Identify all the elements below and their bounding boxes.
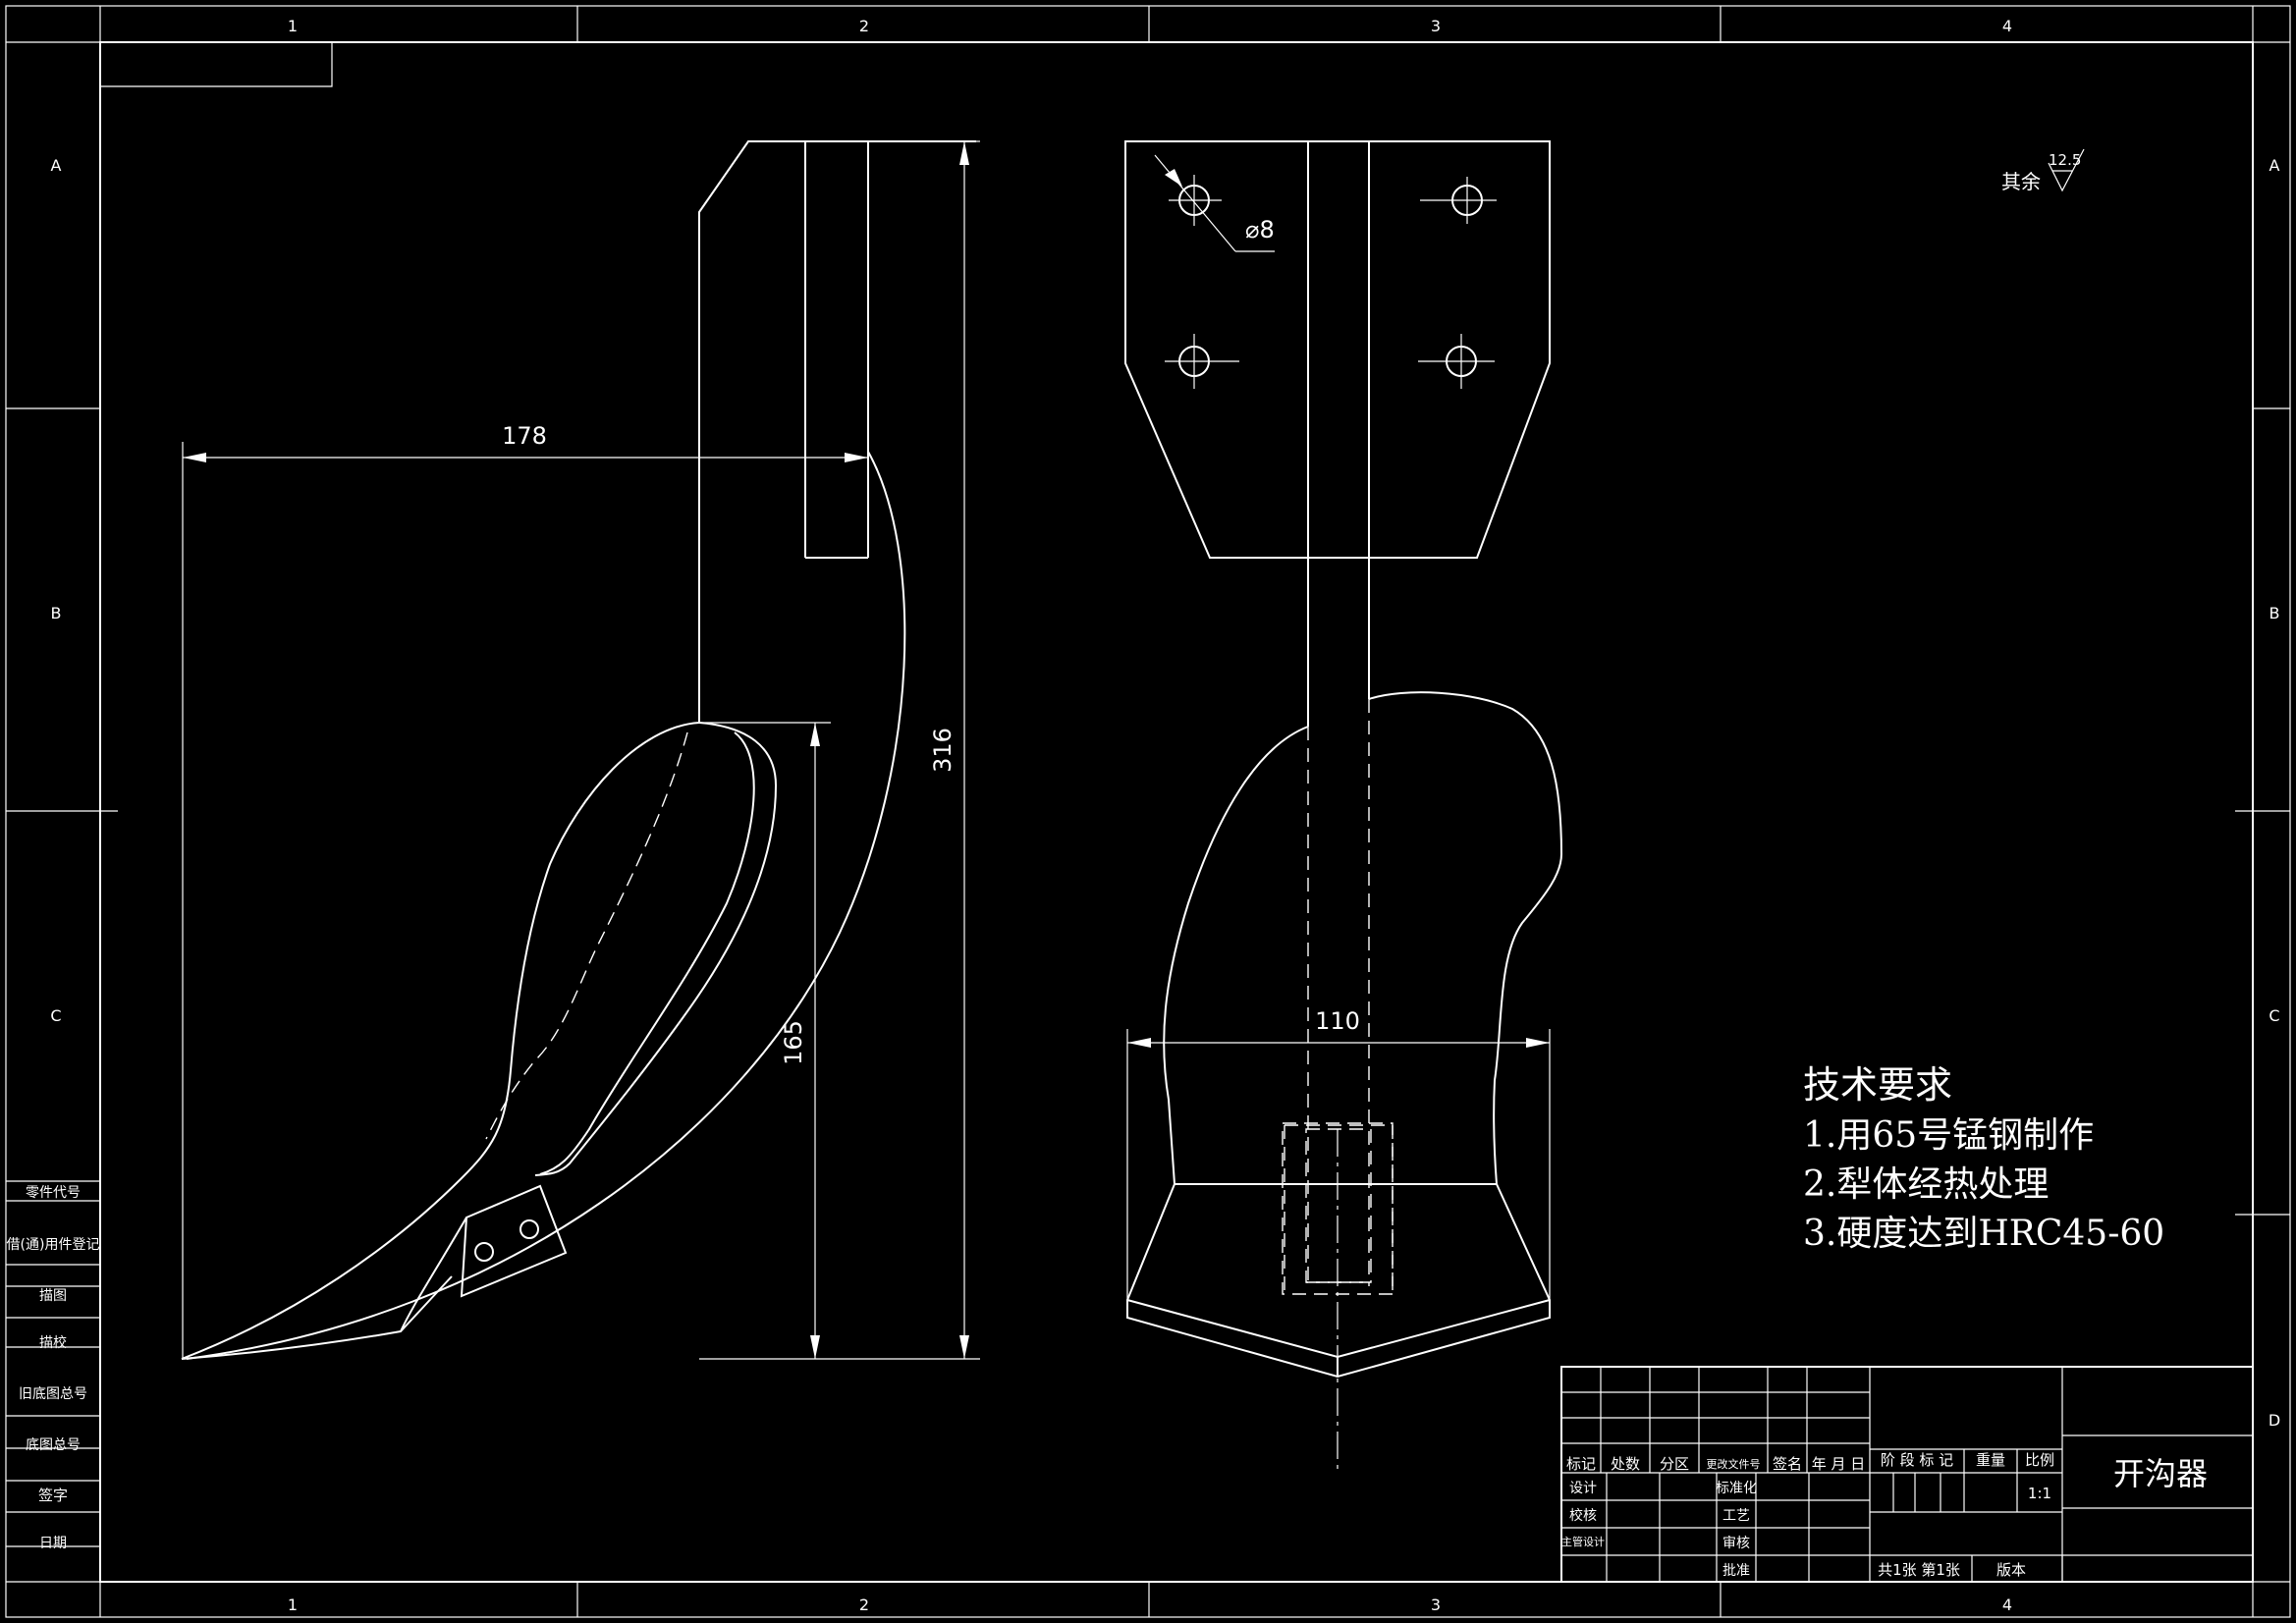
- label-date: 日期: [39, 1536, 67, 1551]
- zone-col-2-top: 2: [859, 17, 869, 35]
- stage-mark-label: 阶 段 标 记: [1881, 1451, 1953, 1469]
- title-block: 标记 处数 分区 更改文件号 签名 年 月 日 设计 校核 主管设计 标准化 工…: [1560, 1366, 2254, 1583]
- tech-requirement-1: 1.用65号锰钢制作: [1803, 1115, 2094, 1156]
- dimension-178-label: 178: [502, 422, 547, 450]
- tech-requirement-3: 3.硬度达到HRC45-60: [1803, 1214, 2164, 1254]
- role-process: 工艺: [1722, 1508, 1750, 1524]
- dimension-110-label: 110: [1315, 1007, 1360, 1035]
- wear-plate-hole-2: [519, 1219, 539, 1239]
- dimension-165: 165: [780, 723, 820, 1359]
- dimension-316-label: 316: [929, 728, 957, 773]
- label-base-no: 底图总号: [26, 1437, 81, 1453]
- tech-requirements-title: 技术要求: [1803, 1063, 1952, 1107]
- label-trace-check: 描校: [39, 1334, 67, 1351]
- role-design: 设计: [1569, 1481, 1597, 1496]
- zone-col-3-bottom: 3: [1431, 1596, 1441, 1614]
- zone-row-d-right: D: [2269, 1411, 2280, 1430]
- dimension-165-label: 165: [780, 1020, 807, 1065]
- dimension-178: 178: [183, 422, 868, 462]
- tech-requirement-2: 2.犁体经热处理: [1803, 1164, 2049, 1205]
- zone-row-a-left: A: [51, 156, 62, 175]
- dimension-316: 316: [929, 141, 969, 1359]
- zone-col-4-top: 4: [2002, 17, 2012, 35]
- scale-label: 比例: [2025, 1451, 2054, 1469]
- rev-header-count: 处数: [1611, 1455, 1640, 1473]
- wear-plate-hole-1: [474, 1242, 494, 1262]
- label-tracing: 描图: [39, 1288, 67, 1304]
- surface-finish-label: 其余: [2001, 170, 2041, 193]
- side-view: [181, 140, 980, 1360]
- zone-col-4-bottom: 4: [2002, 1596, 2012, 1614]
- version-label: 版本: [1996, 1561, 2026, 1579]
- part-name: 开沟器: [2113, 1455, 2208, 1492]
- hole-diameter-label: ⌀8: [1245, 216, 1275, 243]
- role-standardization: 标准化: [1716, 1481, 1757, 1496]
- surface-finish-note: 其余 12.5: [2001, 148, 2085, 193]
- zone-col-1-top: 1: [288, 17, 298, 35]
- rev-header-signature: 签名: [1773, 1455, 1802, 1473]
- rev-header-mark: 标记: [1566, 1455, 1596, 1473]
- zone-row-a-right: A: [2269, 156, 2280, 175]
- zone-labels: 1 2 3 4 1 2 3 4 A B C A B C D: [50, 17, 2280, 1614]
- zone-row-b-right: B: [2269, 604, 2280, 622]
- rev-header-zone: 分区: [1660, 1455, 1689, 1473]
- label-old-base-no: 旧底图总号: [19, 1386, 87, 1402]
- sheet-count: 共1张 第1张: [1878, 1561, 1960, 1579]
- zone-row-b-left: B: [51, 604, 62, 622]
- role-check: 校核: [1569, 1507, 1597, 1524]
- zone-col-2-bottom: 2: [859, 1596, 869, 1614]
- label-part-code: 零件代号: [26, 1185, 81, 1201]
- rev-header-date: 年 月 日: [1812, 1455, 1866, 1473]
- zone-row-c-left: C: [50, 1006, 61, 1025]
- zone-col-3-top: 3: [1431, 17, 1441, 35]
- role-review: 审核: [1722, 1536, 1750, 1551]
- rev-header-change-doc: 更改文件号: [1707, 1457, 1761, 1471]
- role-approve: 批准: [1722, 1563, 1750, 1579]
- weight-label: 重量: [1976, 1451, 2005, 1469]
- label-borrowed-part: 借(通)用件登记: [7, 1237, 100, 1253]
- zone-row-c-right: C: [2269, 1006, 2279, 1025]
- zone-col-1-bottom: 1: [288, 1596, 298, 1614]
- role-chief-design: 主管设计: [1561, 1535, 1605, 1548]
- label-signature: 签字: [38, 1487, 68, 1504]
- dimension-110: 110: [1126, 1007, 1551, 1306]
- scale-value: 1:1: [2028, 1485, 2051, 1502]
- tech-requirements: 技术要求 1.用65号锰钢制作 2.犁体经热处理 3.硬度达到HRC45-60: [1803, 1063, 2164, 1254]
- surface-finish-value: 12.5: [2049, 151, 2081, 169]
- left-record-column: 零件代号 借(通)用件登记 描图 描校 旧底图总号 底图总号 签字 日期: [6, 1180, 100, 1551]
